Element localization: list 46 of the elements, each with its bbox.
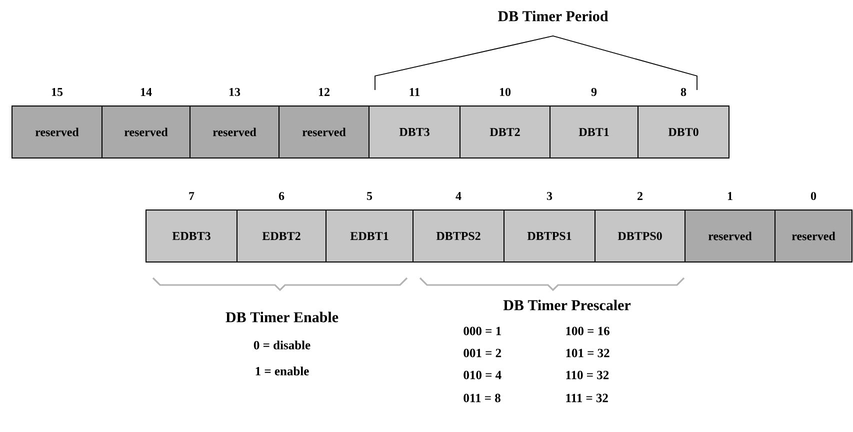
register-cell: reserved bbox=[190, 106, 280, 158]
table-cell: 000 = 1 bbox=[464, 326, 501, 336]
table-cell: 001 = 2 bbox=[464, 348, 502, 358]
register-cell: reserved bbox=[774, 210, 852, 262]
bit-number: 2 bbox=[638, 192, 642, 200]
bit-number: 0 bbox=[810, 192, 816, 200]
value-note: 1 = enable bbox=[256, 366, 309, 376]
register-cell: reserved bbox=[102, 106, 190, 158]
table-cell: 101 = 32 bbox=[566, 348, 610, 358]
register-cell: EDBT2 bbox=[236, 210, 326, 262]
bit-number: 6 bbox=[278, 192, 284, 200]
bit-number: 4 bbox=[456, 192, 462, 200]
register-cell: reserved bbox=[684, 210, 776, 262]
bit-number: 10 bbox=[500, 88, 511, 96]
bit-number: 13 bbox=[229, 88, 240, 96]
bit-number: 7 bbox=[189, 192, 194, 200]
table-cell: 111 = 32 bbox=[566, 394, 608, 402]
register-cell: DBT0 bbox=[638, 106, 730, 158]
table-cell: 011 = 8 bbox=[464, 394, 500, 402]
table-cell: 110 = 32 bbox=[566, 370, 609, 380]
register-cell: reserved bbox=[12, 106, 102, 158]
register-cell: DBT2 bbox=[460, 106, 550, 158]
bit-number: 1 bbox=[728, 192, 732, 200]
field-title: DB Timer Period bbox=[498, 10, 608, 22]
bit-number: 12 bbox=[318, 88, 330, 96]
bit-number: 9 bbox=[591, 88, 597, 96]
node-label: reserved bbox=[792, 232, 836, 240]
register-cell: EDBT3 bbox=[146, 210, 238, 262]
register-cell: DBTPS1 bbox=[504, 210, 596, 262]
register-cell: EDBT1 bbox=[326, 210, 414, 262]
register-cell: DBTPS2 bbox=[412, 210, 504, 262]
bit-number: 14 bbox=[140, 88, 152, 96]
field-title: DB Timer Prescaler bbox=[503, 300, 631, 310]
table-cell: 100 = 16 bbox=[566, 326, 610, 336]
register-cell: DBT3 bbox=[368, 106, 460, 158]
bit-number: 5 bbox=[367, 192, 372, 200]
register-cell: reserved bbox=[278, 106, 370, 158]
bit-number: 3 bbox=[546, 192, 552, 200]
bit-number: 11 bbox=[410, 88, 420, 96]
field-title: DB Timer Enable bbox=[226, 312, 338, 322]
bit-number: 8 bbox=[680, 88, 686, 96]
value-note: 0 = disable bbox=[254, 340, 310, 350]
register-cell: DBTPS0 bbox=[594, 210, 686, 262]
bit-number: 15 bbox=[52, 88, 63, 96]
table-cell: 010 = 4 bbox=[464, 370, 502, 380]
register-cell: DBT1 bbox=[550, 106, 638, 158]
